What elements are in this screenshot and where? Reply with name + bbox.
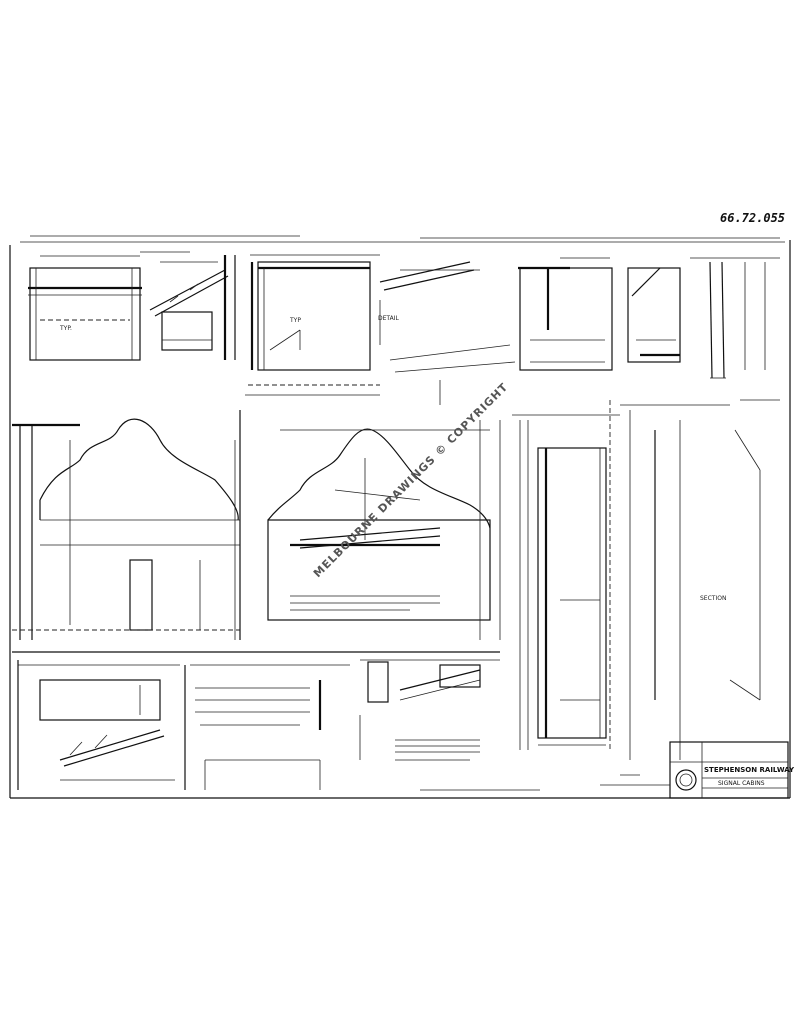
detail-top-left: TYP. xyxy=(28,251,190,361)
elevation-left-bracket xyxy=(12,410,241,640)
title-line-2: SIGNAL CABINS xyxy=(718,780,765,787)
detail-truss-small xyxy=(149,255,236,360)
detail-post-section xyxy=(512,400,620,750)
svg-text:SECTION: SECTION xyxy=(700,595,726,602)
detail-top-right-a xyxy=(518,257,613,371)
detail-top-frame: TYP xyxy=(245,254,380,396)
detail-bottom-left xyxy=(17,660,180,790)
title-block: STEPHENSON RAILWAY SIGNAL CABINS xyxy=(600,741,795,799)
detail-right-column: SECTION xyxy=(620,399,780,760)
title-line-1: STEPHENSON RAILWAY xyxy=(704,766,795,774)
drawing-number: 66.72.055 xyxy=(720,211,785,225)
detail-bottom-center xyxy=(359,659,500,761)
svg-text:TYP: TYP xyxy=(289,317,301,324)
sheet-border xyxy=(9,235,791,799)
detail-top-right-b xyxy=(627,257,780,379)
svg-text:TYP.: TYP. xyxy=(59,325,72,332)
detail-bottom-middle xyxy=(184,664,350,790)
detail-rafter: DETAIL xyxy=(378,261,516,405)
copyright-watermark: MELBOURNE DRAWINGS © COPYRIGHT xyxy=(311,380,511,580)
elevation-central-bracket xyxy=(267,420,501,640)
railway-seal-icon xyxy=(675,769,697,791)
svg-text:DETAIL: DETAIL xyxy=(378,315,399,322)
